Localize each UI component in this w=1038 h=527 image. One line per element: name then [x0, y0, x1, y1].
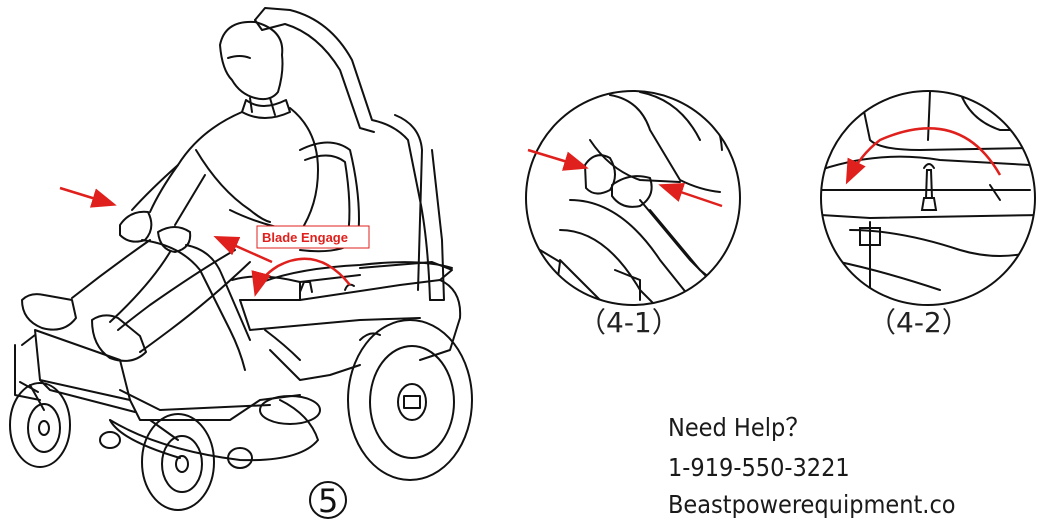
arrow-blade-engage [251, 257, 351, 297]
detail-4-1 [525, 90, 741, 306]
help-heading: Need Help？ [668, 413, 811, 442]
help-website: Beastpowerequipment.co [668, 490, 956, 519]
main-mower-drawing [9, 7, 473, 511]
detail-4-1-caption: （4-1） [578, 306, 680, 339]
arrow-right-lever [213, 235, 273, 264]
arrow-4-1-right [658, 182, 723, 208]
blade-engage-callout [256, 225, 370, 249]
figure-number-badge [309, 481, 347, 519]
figure-number: 5 [318, 482, 338, 520]
arrow-4-2 [845, 127, 1002, 185]
main-red-arrows [59, 186, 351, 297]
blade-engage-label: Blade Engage [262, 230, 348, 245]
arrow-left-lever [59, 186, 117, 208]
arrow-4-1-left [527, 148, 589, 171]
detail-4-2-caption: （4-2） [868, 306, 970, 339]
help-phone: 1-919-550-3221 [668, 453, 850, 482]
detail-4-2 [820, 90, 1036, 306]
